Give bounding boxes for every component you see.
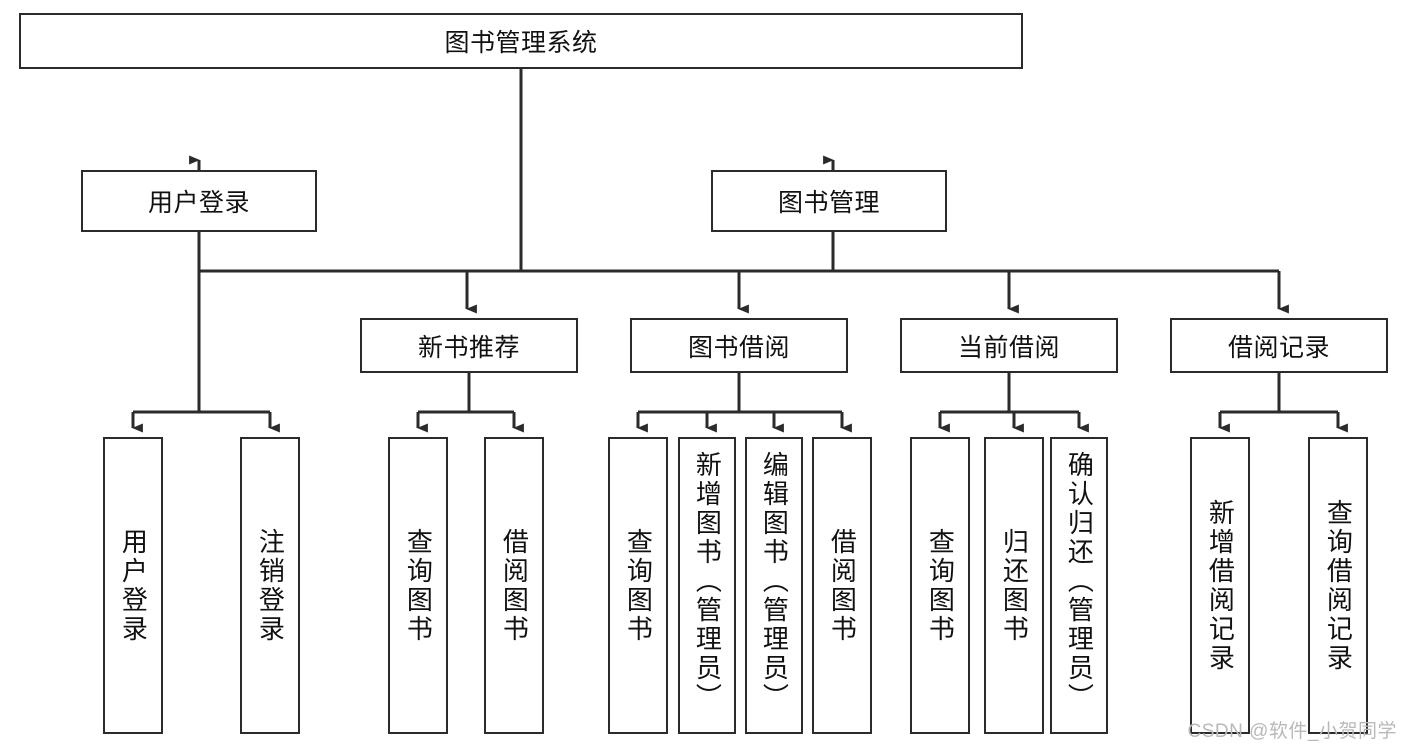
node-new-book-recommend[interactable]: 新书推荐 (360, 318, 578, 373)
node-book-manage-label: 图书管理 (777, 189, 880, 217)
node-user-login[interactable]: 用户登录 (81, 170, 317, 232)
leaf-borrow-book-2[interactable]: 借阅图书 (812, 437, 872, 734)
node-current-borrow-label: 当前借阅 (957, 333, 1060, 362)
leaf-logout-label: 注销登录 (255, 527, 286, 644)
leaf-query-book-2[interactable]: 查询图书 (608, 437, 668, 734)
node-book-borrow-label: 图书借阅 (687, 333, 790, 362)
leaf-confirm-return[interactable]: 确认归还（管理员） (1050, 437, 1108, 734)
leaf-add-book[interactable]: 新增图书（管理员） (678, 437, 736, 734)
leaf-query-book-3-label: 查询图书 (925, 527, 956, 644)
leaf-logout[interactable]: 注销登录 (240, 437, 300, 734)
leaf-add-book-label: 新增图书（管理员） (692, 451, 723, 712)
leaf-query-book-1[interactable]: 查询图书 (388, 437, 448, 734)
node-borrow-record[interactable]: 借阅记录 (1170, 318, 1388, 373)
leaf-confirm-return-label: 确认归还（管理员） (1064, 451, 1095, 712)
leaf-query-book-1-label: 查询图书 (403, 527, 434, 644)
leaf-query-record[interactable]: 查询借阅记录 (1308, 437, 1368, 734)
leaf-borrow-book-2-label: 借阅图书 (827, 527, 858, 644)
leaf-borrow-book-1[interactable]: 借阅图书 (484, 437, 544, 734)
leaf-query-record-label: 查询借阅记录 (1323, 498, 1354, 673)
watermark: CSDN @软件_小贺同学 (1187, 721, 1397, 742)
leaf-add-record-label: 新增借阅记录 (1205, 498, 1236, 673)
node-book-borrow[interactable]: 图书借阅 (630, 318, 848, 373)
leaf-borrow-book-1-label: 借阅图书 (499, 527, 530, 644)
node-root-label: 图书管理系统 (444, 29, 598, 57)
leaf-user-login-label: 用户登录 (118, 527, 149, 644)
leaf-query-book-2-label: 查询图书 (623, 527, 654, 644)
leaf-return-book[interactable]: 归还图书 (984, 437, 1044, 734)
node-root[interactable]: 图书管理系统 (19, 13, 1023, 69)
node-current-borrow[interactable]: 当前借阅 (900, 318, 1118, 373)
leaf-user-login[interactable]: 用户登录 (103, 437, 163, 734)
leaf-edit-book[interactable]: 编辑图书（管理员） (745, 437, 803, 734)
node-new-book-recommend-label: 新书推荐 (417, 333, 520, 362)
leaf-return-book-label: 归还图书 (999, 527, 1030, 644)
leaf-add-record[interactable]: 新增借阅记录 (1190, 437, 1250, 734)
node-user-login-label: 用户登录 (147, 189, 250, 217)
leaf-edit-book-label: 编辑图书（管理员） (759, 451, 790, 712)
node-borrow-record-label: 借阅记录 (1227, 333, 1330, 362)
leaf-query-book-3[interactable]: 查询图书 (910, 437, 970, 734)
node-book-manage[interactable]: 图书管理 (711, 170, 947, 232)
